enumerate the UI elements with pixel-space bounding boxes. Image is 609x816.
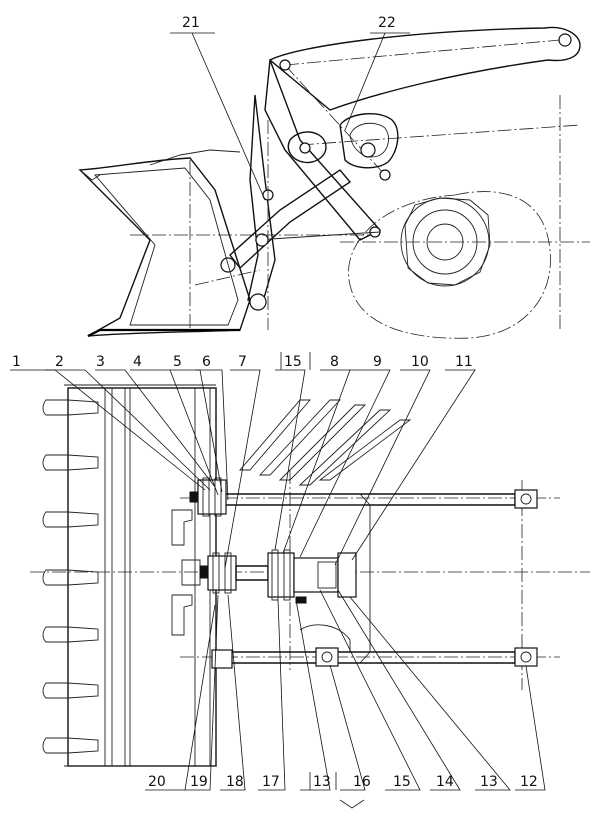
callout-17: 17 xyxy=(262,774,280,790)
callout-13-right: 13 xyxy=(480,774,498,790)
callout-19: 19 xyxy=(190,774,208,790)
bucket-teeth xyxy=(42,399,99,754)
callout-8: 8 xyxy=(330,354,339,370)
callout-10: 10 xyxy=(411,354,429,370)
top-view xyxy=(10,369,590,809)
callout-5: 5 xyxy=(173,354,182,370)
callout-16: 16 xyxy=(353,774,371,790)
callout-12: 12 xyxy=(520,774,538,790)
callout-21: 21 xyxy=(182,15,200,31)
callout-22: 22 xyxy=(378,15,396,31)
callout-2: 2 xyxy=(55,354,64,370)
callout-15-upper: 15 xyxy=(284,354,302,370)
callout-4: 4 xyxy=(133,354,142,370)
callout-9: 9 xyxy=(373,354,382,370)
callout-14: 14 xyxy=(436,774,454,790)
callout-7: 7 xyxy=(238,354,247,370)
callout-15-lower: 15 xyxy=(393,774,411,790)
callout-11: 11 xyxy=(455,354,473,370)
callout-6: 6 xyxy=(202,354,211,370)
callout-1: 1 xyxy=(12,354,21,370)
callout-20: 20 xyxy=(148,774,166,790)
callout-3: 3 xyxy=(96,354,105,370)
side-view xyxy=(78,26,590,339)
callout-13-left: 13 xyxy=(313,774,331,790)
callout-18: 18 xyxy=(226,774,244,790)
